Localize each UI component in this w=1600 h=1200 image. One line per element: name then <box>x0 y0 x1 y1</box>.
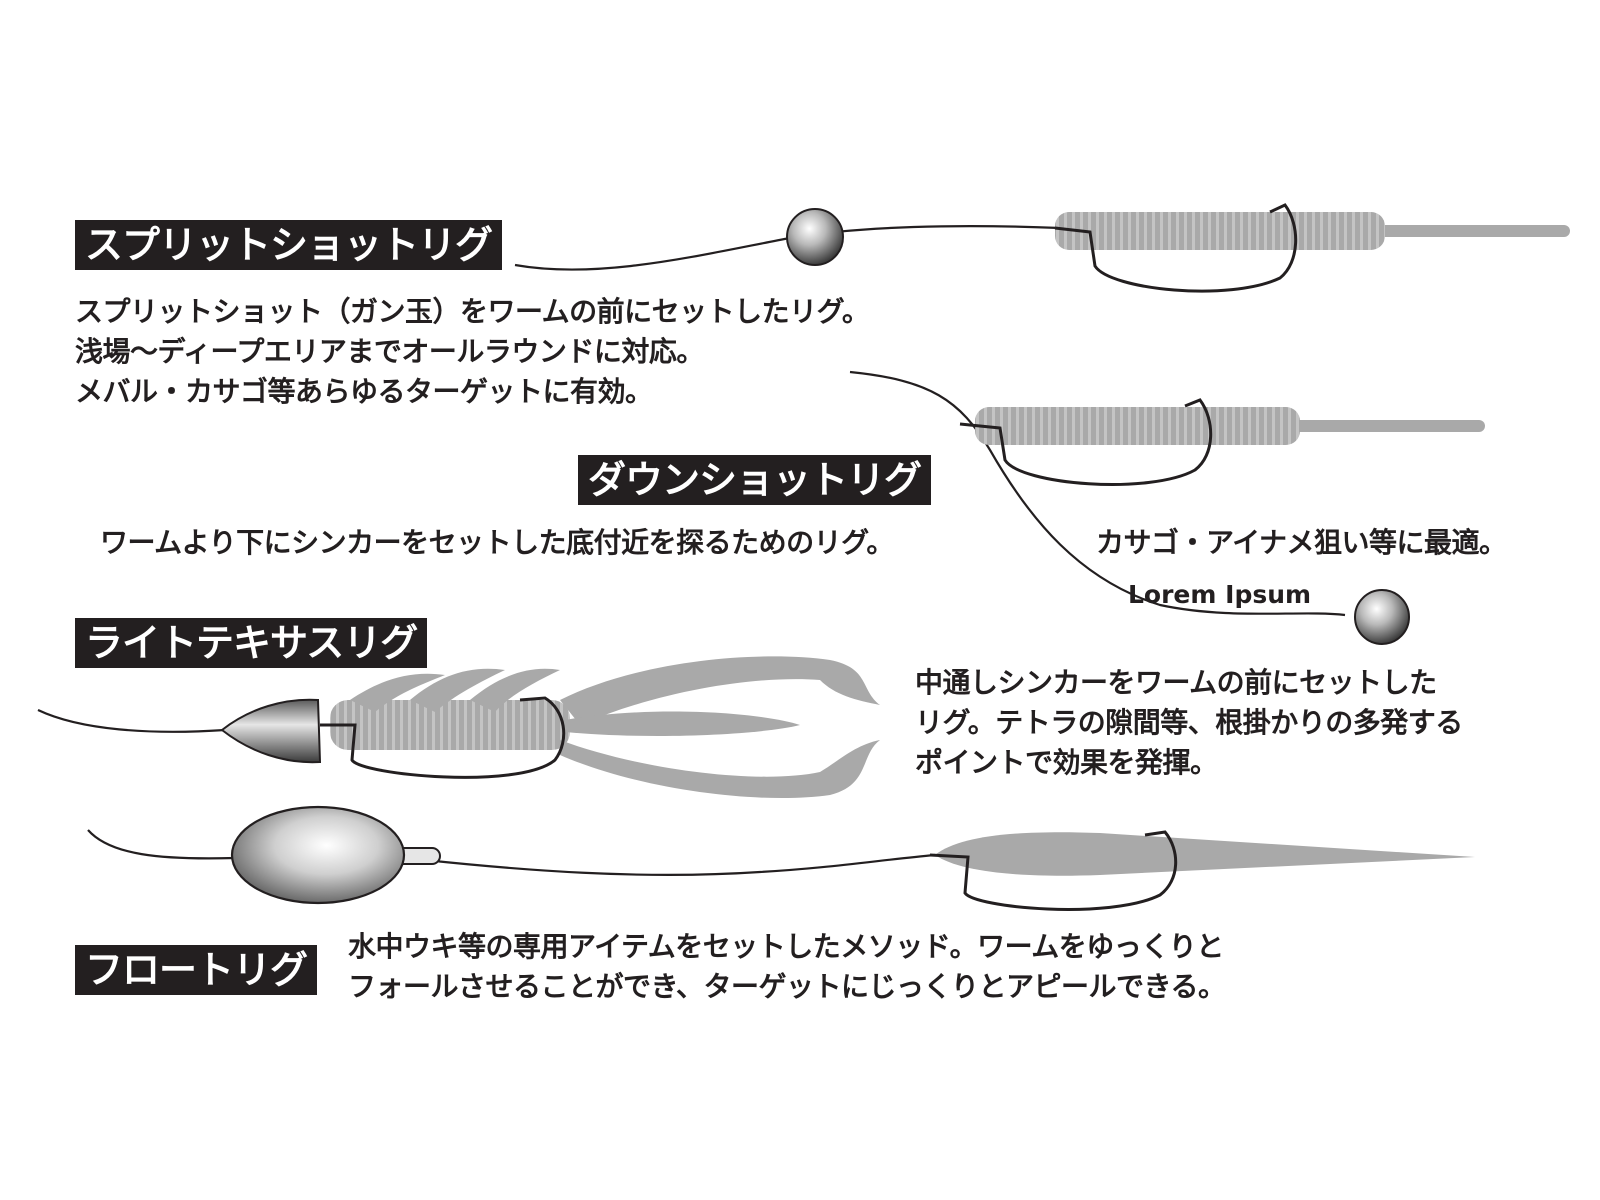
float-fishing-line-front <box>87 829 236 860</box>
bullet-sinker-icon <box>220 698 322 764</box>
down-shot-rig-description: ワームより下にシンカーをセットした底付近を探るためのリグ。 カサゴ・アイナメ狙い… <box>100 523 1507 563</box>
down-shot-rig-title: ダウンショットリグ <box>578 455 932 505</box>
split-shot-hook-icon <box>1054 203 1298 293</box>
description-line: カサゴ・アイナメ狙い等に最適。 <box>1096 526 1507 559</box>
description-line: 水中ウキ等の専用アイテムをセットしたメソッド。ワームをゆっくりと <box>348 930 1224 963</box>
description-line: リグ。テトラの隙間等、根掛かりの多発する <box>915 706 1463 739</box>
down-shot-worm-tail <box>1285 420 1485 432</box>
down-shot-hook-icon <box>959 398 1213 486</box>
description-line: 浅場～ディープエリアまでオールラウンドに対応。 <box>75 335 704 368</box>
split-shot-rig-drawing <box>514 203 1570 293</box>
split-shot-worm-tail <box>1370 225 1570 237</box>
description-line: フォールさせることができ、ターゲットにじっくりとアピールできる。 <box>348 970 1226 1003</box>
light-texas-rig-drawing <box>37 656 880 799</box>
split-shot-sinker-icon <box>786 208 844 266</box>
float-rig-drawing <box>87 805 1475 911</box>
split-shot-rig-title: スプリットショットリグ <box>75 220 503 270</box>
down-shot-fishing-line <box>849 370 1346 617</box>
underwater-float-icon <box>230 805 406 905</box>
float-rig-title: フロートリグ <box>75 945 318 995</box>
straight-worm-icon <box>935 832 1475 876</box>
split-shot-rig-description: スプリットショット（ガン玉）をワームの前にセットしたリグ。 浅場～ディープエリア… <box>75 292 870 412</box>
description-line: ポイントで効果を発揮。 <box>915 746 1218 779</box>
description-line: メバル・カサゴ等あらゆるターゲットに有効。 <box>75 375 653 408</box>
down-shot-sinker-icon <box>1354 589 1410 645</box>
light-texas-fishing-line <box>37 709 226 733</box>
light-texas-rig-description: 中通しシンカーをワームの前にセットした リグ。テトラの隙間等、根掛かりの多発する… <box>915 663 1463 783</box>
down-shot-rig-drawing <box>849 370 1485 645</box>
description-line: ワームより下にシンカーをセットした底付近を探るためのリグ。 <box>100 526 894 559</box>
description-line: 中通しシンカーをワームの前にセットした <box>915 666 1437 699</box>
description-line: スプリットショット（ガン玉）をワームの前にセットしたリグ。 <box>75 295 870 328</box>
light-texas-hook-icon <box>320 696 566 779</box>
float-hook-icon <box>929 830 1178 911</box>
down-shot-worm-body <box>975 407 1300 445</box>
float-rig-description: 水中ウキ等の専用アイテムをセットしたメソッド。ワームをゆっくりと フォールさせる… <box>348 927 1226 1007</box>
float-fishing-line-back <box>424 853 936 877</box>
light-texas-rig-title: ライトテキサスリグ <box>75 618 428 668</box>
split-shot-worm-body <box>1055 212 1385 250</box>
sinker-label: Lorem Ipsum <box>1128 580 1312 609</box>
creature-worm-icon <box>330 656 880 799</box>
